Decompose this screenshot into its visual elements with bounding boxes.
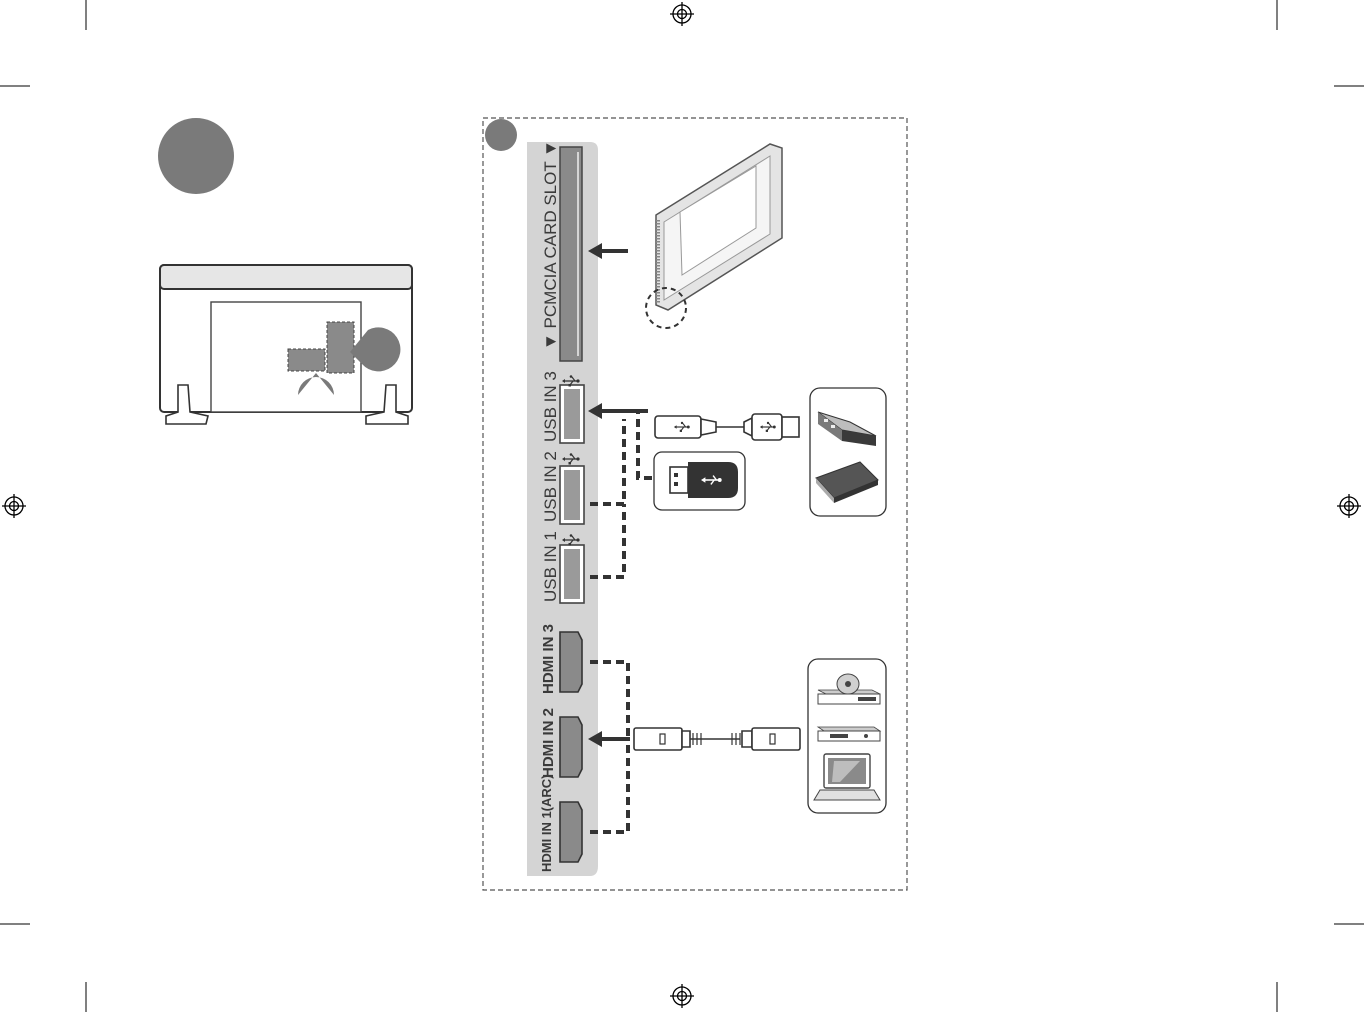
hdmi-in-3-label: HDMI IN 3 bbox=[540, 624, 557, 694]
pcmcia-label: ▼ PCMCIA CARD SLOT ▼ bbox=[541, 140, 560, 350]
external-hard-drive-icon bbox=[815, 461, 879, 503]
connection-panel-frame bbox=[482, 117, 908, 891]
hdmi-port-1 bbox=[559, 801, 583, 863]
panel-badge bbox=[485, 119, 517, 151]
usb-dashed-routes bbox=[590, 411, 652, 579]
usb-port-3 bbox=[559, 384, 585, 444]
hdmi-in-2-label: HDMI IN 2 bbox=[540, 708, 557, 778]
registration-mark-icon bbox=[1, 493, 27, 519]
disc-player-icon bbox=[817, 673, 881, 705]
pcmcia-arrow bbox=[588, 243, 628, 259]
registration-mark-icon bbox=[1336, 493, 1362, 519]
usb-in-1-label: USB IN 1 bbox=[541, 531, 560, 602]
step-badge bbox=[158, 118, 234, 194]
pcmcia-slot bbox=[559, 146, 583, 362]
registration-mark-icon bbox=[669, 983, 695, 1009]
hdmi-cable bbox=[633, 727, 801, 751]
registration-mark-icon bbox=[669, 1, 695, 27]
callout-badge-b bbox=[350, 327, 401, 372]
hdmi-port-2 bbox=[559, 716, 583, 778]
callout-badge-a bbox=[298, 373, 334, 395]
hdmi-in-1-arc-label: HDMI IN 1(ARC) bbox=[539, 775, 554, 873]
tv-rear-view bbox=[159, 264, 413, 425]
usb-hub-icon bbox=[817, 411, 877, 446]
usb-port-1 bbox=[559, 544, 585, 604]
set-top-box-icon bbox=[816, 726, 882, 742]
hdmi-port-3 bbox=[559, 631, 583, 693]
usb-port-2 bbox=[559, 465, 585, 525]
usb-flash-drive-icon bbox=[653, 451, 746, 511]
laptop-icon bbox=[813, 753, 881, 801]
ci-card-icon bbox=[645, 143, 783, 329]
usb-in-2-label: USB IN 2 bbox=[541, 451, 560, 522]
hdmi-arrow bbox=[588, 731, 630, 747]
usb-in-3-label: USB IN 3 bbox=[541, 371, 560, 442]
usb-cable bbox=[654, 413, 800, 441]
